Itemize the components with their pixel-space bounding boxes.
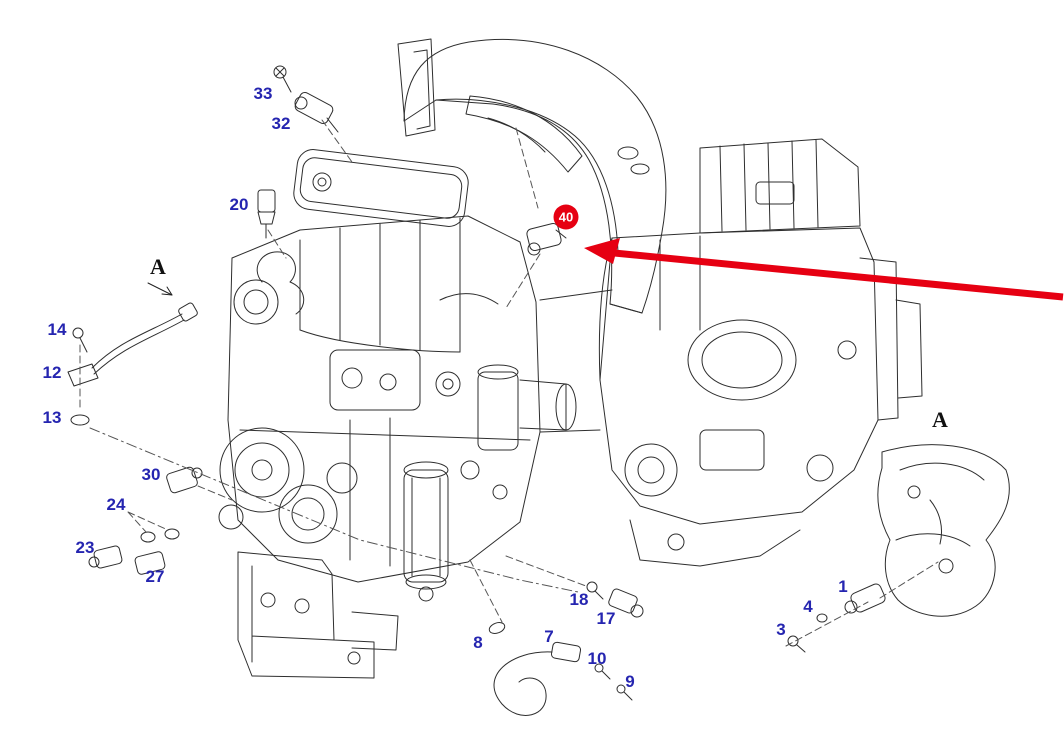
part-20-sensor <box>257 189 276 239</box>
mounting-bracket <box>237 551 399 679</box>
part-1-sensor <box>844 583 886 614</box>
detail-view-fragment <box>877 444 1010 617</box>
view-label-a-3: A <box>150 254 166 279</box>
transmission-housing <box>539 138 923 567</box>
part-32-sensor <box>294 91 339 133</box>
part-callout-33: 33 <box>253 84 273 103</box>
part-3-bolt <box>787 635 806 653</box>
part-12-sensor-pipe <box>67 302 198 387</box>
part-callout-1: 1 <box>838 577 848 596</box>
part-27-sensor <box>134 551 166 575</box>
engine-block <box>218 149 577 602</box>
part-7-cable-sensor <box>493 641 582 716</box>
highlight-badge: 40 <box>553 204 579 230</box>
leader-lines <box>79 119 939 647</box>
part-callout-23: 23 <box>75 538 95 557</box>
part-callout-12: 12 <box>42 363 62 382</box>
part-callout-14: 14 <box>47 320 67 339</box>
part-30-sensor <box>166 466 203 494</box>
part-8-ring <box>488 622 506 634</box>
part-callout-17: 17 <box>596 609 616 628</box>
part-callout-32: 32 <box>271 114 291 133</box>
part-18-screw <box>586 581 604 600</box>
part-9-bolt <box>616 684 633 701</box>
part-callout-18: 18 <box>569 590 589 609</box>
part-callout-3: 3 <box>776 620 786 639</box>
part-glyphs <box>67 65 886 716</box>
part-17-sensor <box>608 588 644 618</box>
part-callout-30: 30 <box>141 465 161 484</box>
hood-outline <box>397 38 667 314</box>
part-callout-9: 9 <box>625 672 635 691</box>
part-14-screw <box>72 327 88 353</box>
part-callout-27: 27 <box>145 567 165 586</box>
view-label-a-20: A <box>932 407 948 432</box>
part-10-bolt <box>594 663 611 680</box>
part-callout-13: 13 <box>42 408 62 427</box>
part-callout-24: 24 <box>106 495 126 514</box>
part-callout-7: 7 <box>544 627 554 646</box>
view-direction-arrow <box>147 282 173 296</box>
part-33-screw <box>273 65 292 93</box>
part-40-sensor <box>526 223 567 256</box>
part-24-rings <box>140 528 180 543</box>
part-4-washer <box>816 613 828 623</box>
part-23-sensor <box>88 545 123 569</box>
part-callout-10: 10 <box>587 649 607 668</box>
part-callout-8: 8 <box>473 633 483 652</box>
part-13-ring <box>70 414 90 426</box>
part-callout-4: 4 <box>803 597 813 616</box>
part-callout-20: 20 <box>229 195 249 214</box>
